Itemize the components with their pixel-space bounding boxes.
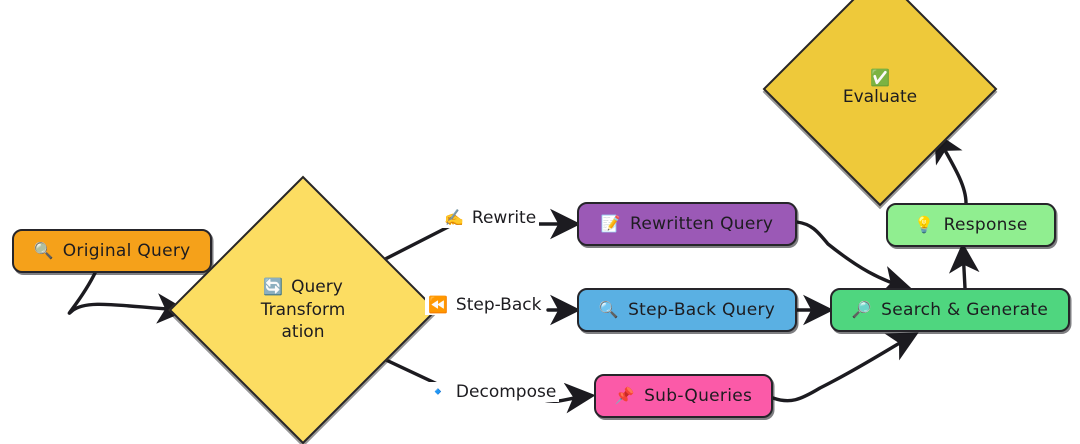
magnifying-glass-icon: 🔍 bbox=[33, 241, 54, 260]
node-sub-queries[interactable]: 📌 Sub-Queries bbox=[594, 374, 773, 418]
edge-original-query-to-query-transformation bbox=[67, 269, 188, 324]
edge-rewritten-query-to-search-generate bbox=[795, 220, 913, 296]
node-response[interactable]: 💡 Response bbox=[886, 203, 1056, 247]
flowchart-canvas: 🔍 Original Query 🔄 Query Transform ation… bbox=[12, 0, 1070, 444]
edge-label-rewrite: ✍️ Rewrite bbox=[441, 208, 540, 228]
writing-hand-icon: ✍️ bbox=[444, 208, 464, 227]
edge-search-generate-to-response bbox=[948, 242, 980, 290]
node-label: Search & Generate bbox=[881, 300, 1049, 320]
node-label: Rewritten Query bbox=[629, 214, 774, 234]
node-original-query[interactable]: 🔍 Original Query bbox=[12, 229, 212, 273]
diamond-shape bbox=[168, 175, 438, 444]
node-label: Response bbox=[943, 215, 1028, 235]
node-label: Sub-Queries bbox=[644, 386, 753, 406]
light-bulb-icon: 💡 bbox=[914, 215, 935, 234]
edge-label-text: Decompose bbox=[455, 382, 557, 402]
edge-sub-queries-to-search-generate bbox=[771, 332, 919, 403]
node-search-generate[interactable]: 🔎 Search & Generate bbox=[830, 288, 1070, 332]
node-label: Original Query bbox=[62, 241, 191, 261]
pushpin-icon: 📌 bbox=[614, 386, 636, 405]
node-evaluate[interactable]: ✅ Evaluate bbox=[762, 0, 998, 207]
node-query-transformation[interactable]: 🔄 Query Transform ation bbox=[168, 175, 438, 444]
magnifying-glass-tilted-left-icon: 🔎 bbox=[851, 300, 873, 319]
small-blue-diamond-icon: 🔹 bbox=[428, 382, 448, 401]
node-rewritten-query[interactable]: 📝 Rewritten Query bbox=[577, 202, 797, 246]
node-step-back-query[interactable]: 🔍 Step-Back Query bbox=[577, 288, 797, 332]
edge-response-to-evaluate bbox=[934, 131, 968, 205]
edge-label-text: Step-Back bbox=[455, 295, 542, 315]
magnifying-glass-icon: 🔍 bbox=[598, 300, 620, 319]
memo-pencil-icon: 📝 bbox=[600, 214, 621, 233]
edge-label-text: Rewrite bbox=[471, 208, 537, 228]
rewind-icon: ⏪ bbox=[428, 295, 448, 314]
edge-label-step-back: ⏪ Step-Back bbox=[425, 295, 545, 315]
edge-label-decompose: 🔹 Decompose bbox=[425, 382, 560, 402]
node-label: Step-Back Query bbox=[628, 300, 776, 320]
